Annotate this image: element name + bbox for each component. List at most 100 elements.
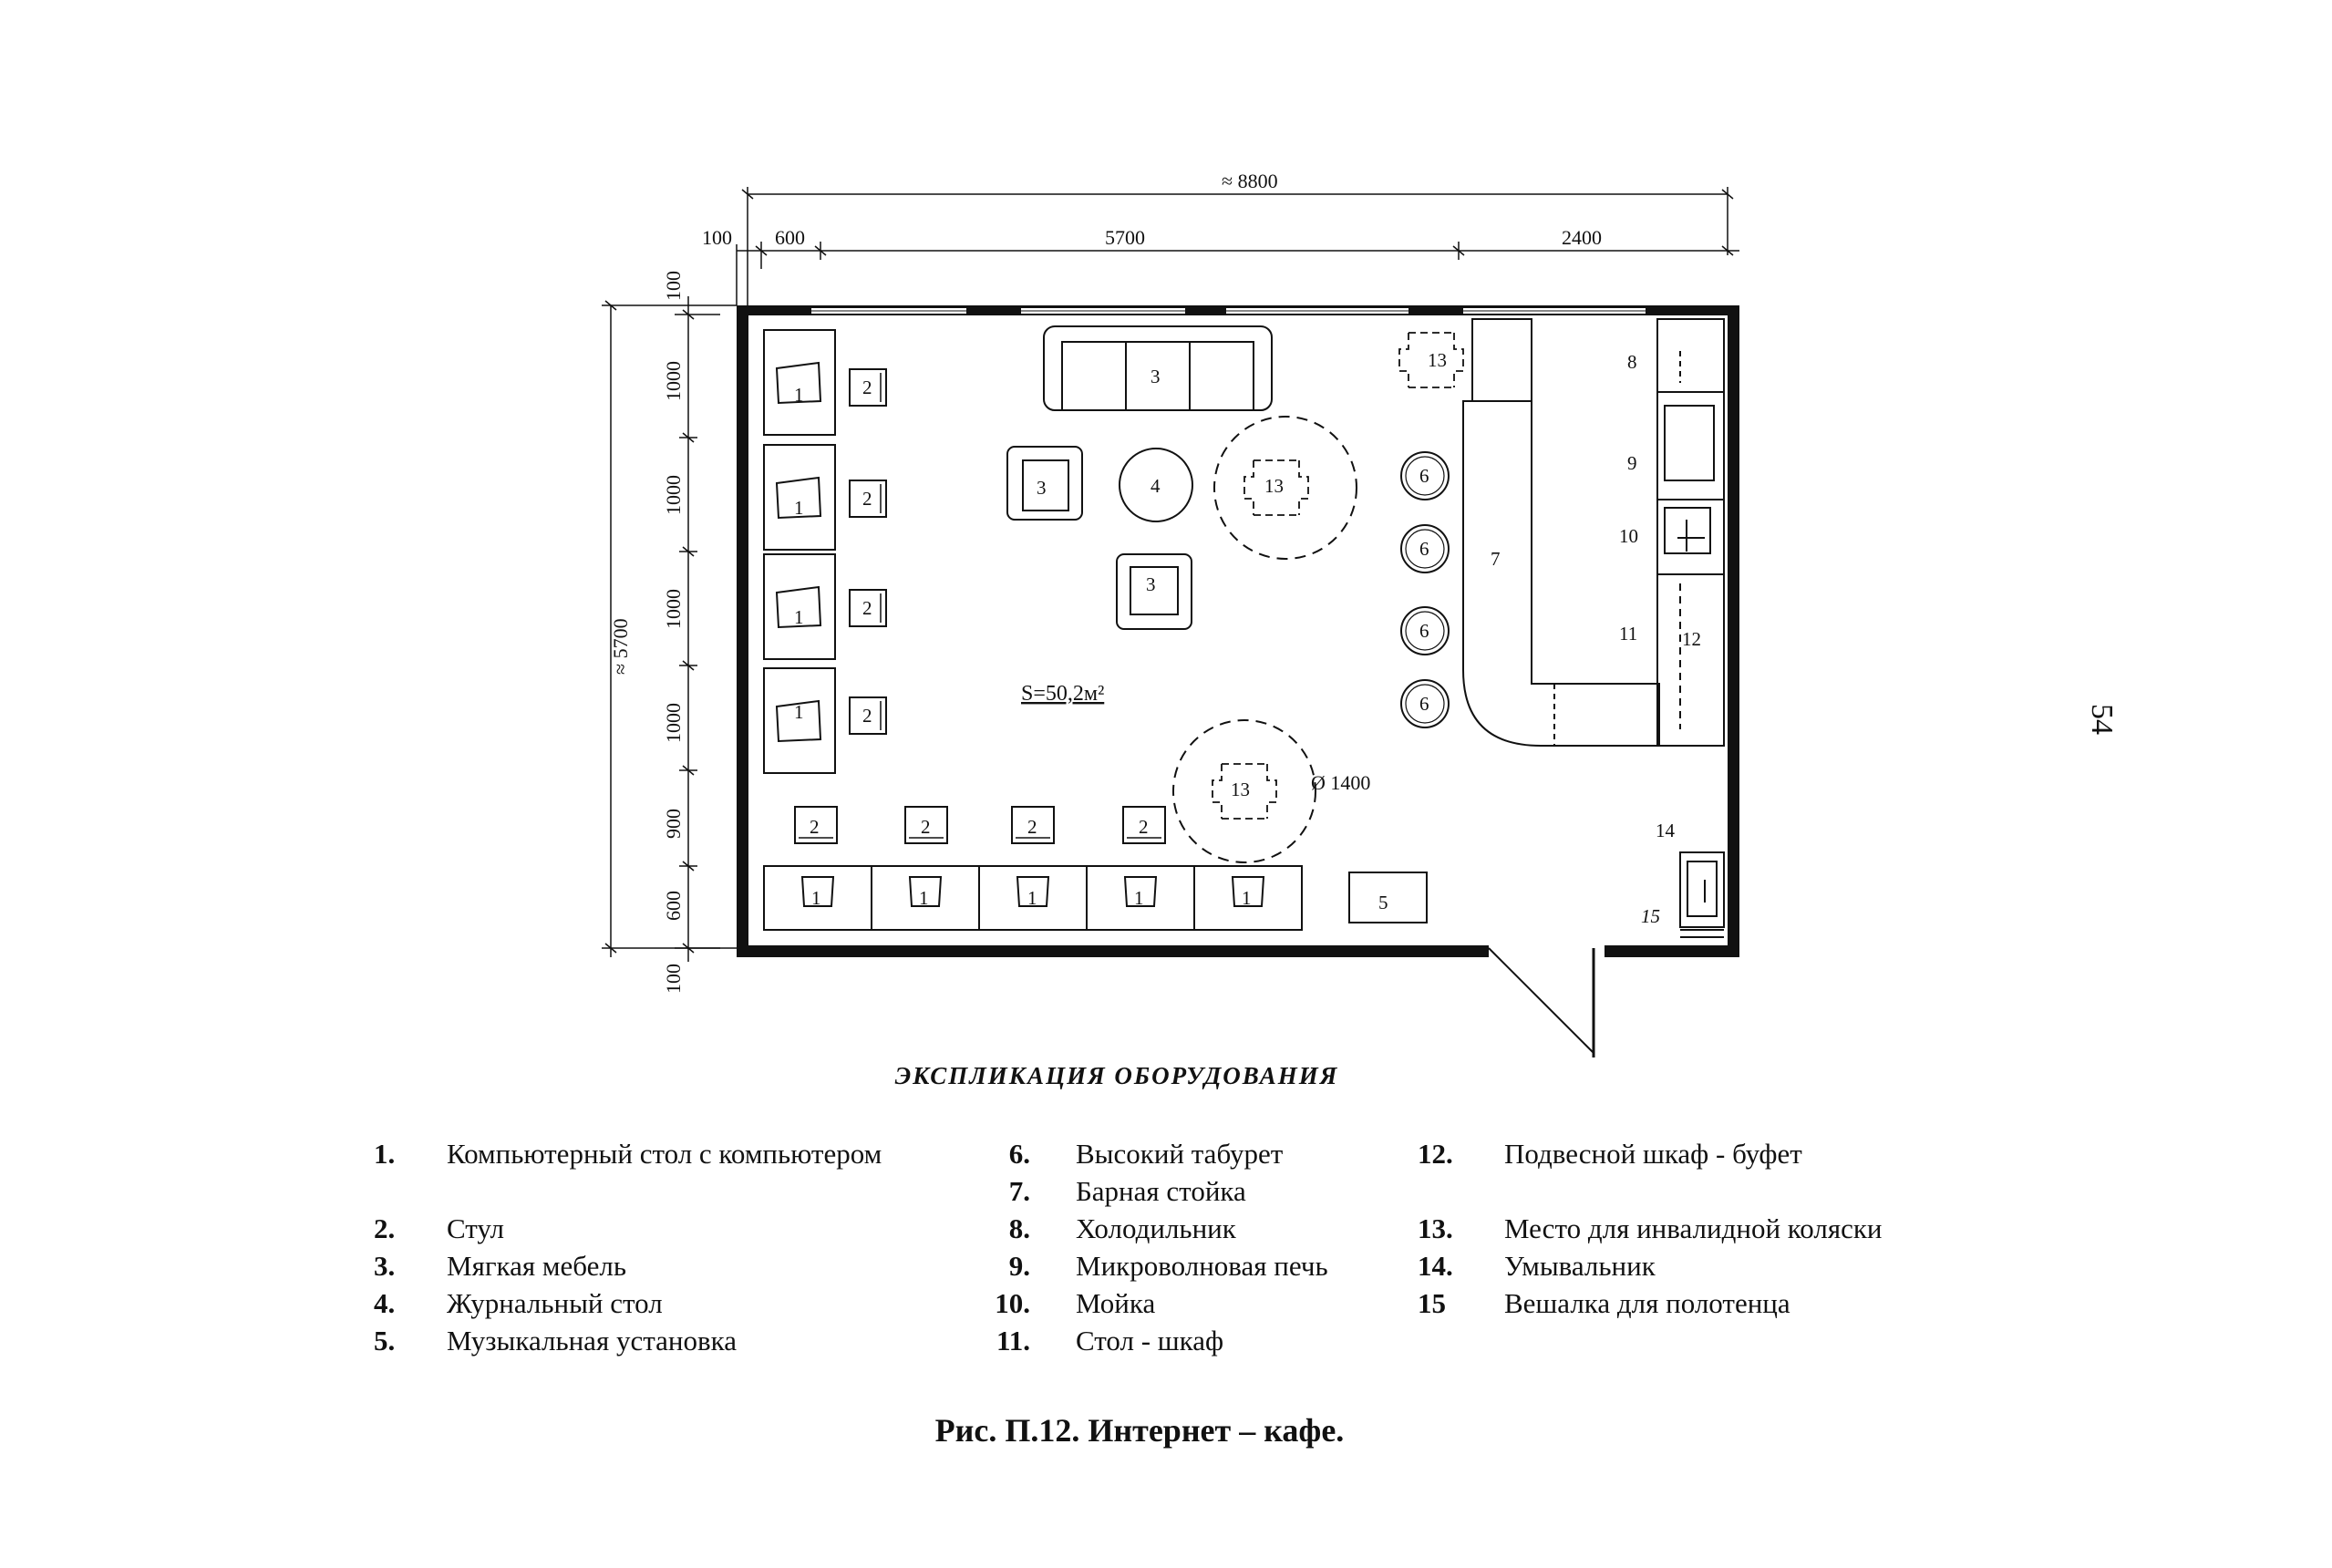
item-number: 13. bbox=[1418, 1212, 1453, 1244]
item-number: 11. bbox=[996, 1325, 1030, 1357]
list-item: 13. Место для инвалидной коляски bbox=[1418, 1210, 1883, 1247]
item-number: 3. bbox=[374, 1250, 396, 1282]
item-number: 9. bbox=[1008, 1250, 1030, 1282]
mark-1: 1 bbox=[919, 887, 929, 909]
dim-left-100-top: 100 bbox=[662, 271, 685, 301]
list-item: 8. Холодильник bbox=[994, 1210, 1328, 1247]
dim-left-1000-d: 1000 bbox=[662, 703, 685, 743]
dim-left-600: 600 bbox=[662, 891, 685, 921]
list-item: 6. Высокий табурет bbox=[994, 1135, 1328, 1172]
dim-circle-diameter: Ø 1400 bbox=[1311, 771, 1370, 794]
item-number: 1. bbox=[374, 1138, 396, 1170]
item-text: Компьютерный стол с компьютером bbox=[447, 1138, 882, 1170]
list-item: 7. Барная стойка bbox=[994, 1172, 1328, 1210]
list-item: 4.Журнальный стол bbox=[374, 1284, 882, 1322]
mark-12: 12 bbox=[1682, 628, 1701, 650]
item-text: Стул bbox=[447, 1212, 505, 1244]
dim-left-1000-c: 1000 bbox=[662, 589, 685, 629]
list-item: 9. Микроволновая печь bbox=[994, 1247, 1328, 1284]
dim-top-100: 100 bbox=[702, 226, 732, 249]
dim-left-100-bottom: 100 bbox=[662, 964, 685, 994]
mark-6: 6 bbox=[1419, 620, 1429, 642]
mark-2: 2 bbox=[921, 816, 931, 838]
item-number: 14. bbox=[1418, 1250, 1453, 1282]
soft-furniture bbox=[1006, 325, 1428, 923]
item-number: 4. bbox=[374, 1287, 396, 1319]
mark-2: 2 bbox=[810, 816, 820, 838]
dim-overall-width: ≈ 8800 bbox=[1222, 170, 1278, 192]
dim-left-1000-b: 1000 bbox=[662, 475, 685, 515]
mark-14: 14 bbox=[1656, 820, 1676, 841]
mark-1: 1 bbox=[794, 701, 804, 723]
item-text: Мойка bbox=[1076, 1287, 1156, 1319]
item-number: 10. bbox=[995, 1287, 1030, 1319]
mark-11: 11 bbox=[1619, 623, 1637, 645]
mark-6: 6 bbox=[1419, 693, 1429, 715]
list-item: 2. Стул bbox=[374, 1210, 882, 1247]
item-text: Подвесной шкаф - буфет bbox=[1504, 1138, 1802, 1170]
item-number: 7. bbox=[1008, 1175, 1030, 1207]
mark-2: 2 bbox=[1027, 816, 1037, 838]
mark-1: 1 bbox=[1027, 887, 1037, 909]
mark-10: 10 bbox=[1619, 525, 1638, 547]
item-text: Высокий табурет bbox=[1076, 1138, 1284, 1170]
figure-caption: Рис. П.12. Интернет – кафе. bbox=[934, 1412, 1345, 1449]
item-text: Холодильник bbox=[1076, 1212, 1236, 1244]
mark-2: 2 bbox=[862, 377, 872, 398]
dim-top-5700: 5700 bbox=[1105, 226, 1145, 249]
item-text: Барная стойка bbox=[1076, 1175, 1246, 1207]
list-item: 1. Компьютерный стол с компьютером bbox=[374, 1135, 882, 1172]
item-number: 6. bbox=[1008, 1138, 1030, 1170]
dimension-top bbox=[736, 187, 1739, 305]
mark-3: 3 bbox=[1146, 573, 1156, 595]
mark-2: 2 bbox=[862, 597, 872, 619]
item-text: Микроволновая печь bbox=[1076, 1250, 1328, 1282]
item-text: Стол - шкаф bbox=[1076, 1325, 1224, 1357]
bar-stools bbox=[1400, 451, 1450, 728]
mark-15: 15 bbox=[1641, 905, 1660, 927]
mark-1: 1 bbox=[811, 887, 821, 909]
mark-6: 6 bbox=[1419, 465, 1429, 487]
mark-9: 9 bbox=[1627, 452, 1637, 474]
mark-13: 13 bbox=[1231, 779, 1250, 800]
item-text: Музыкальная установка bbox=[447, 1325, 737, 1357]
mark-3: 3 bbox=[1037, 477, 1047, 499]
item-text: Вешалка для полотенца bbox=[1504, 1287, 1790, 1319]
dim-left-1000-a: 1000 bbox=[662, 361, 685, 401]
list-item: 11. Стол - шкаф bbox=[994, 1322, 1328, 1359]
item-number: 12. bbox=[1418, 1138, 1453, 1170]
item-text: Мягкая мебель bbox=[447, 1250, 627, 1282]
item-text: Место для инвалидной коляски bbox=[1504, 1212, 1883, 1244]
mark-5: 5 bbox=[1378, 892, 1388, 913]
mark-4: 4 bbox=[1151, 475, 1161, 497]
walls bbox=[737, 305, 1739, 1057]
list-item: 14. Умывальник bbox=[1418, 1247, 1883, 1284]
item-number: 2. bbox=[374, 1212, 396, 1244]
item-text: Умывальник bbox=[1504, 1250, 1656, 1282]
dim-top-600: 600 bbox=[775, 226, 805, 249]
page-number: 54 bbox=[2085, 704, 2119, 735]
mark-2: 2 bbox=[1139, 816, 1149, 838]
mark-7: 7 bbox=[1491, 548, 1501, 570]
mark-8: 8 bbox=[1627, 351, 1637, 373]
mark-1: 1 bbox=[794, 606, 804, 628]
legend-column-1: 1. Компьютерный стол с компьютером 2. Стул… bbox=[374, 1135, 882, 1359]
legend-column-3: 12. Подвесной шкаф - буфет 13. Место для и… bbox=[1418, 1135, 1883, 1322]
list-item: 3. Мягкая мебель bbox=[374, 1247, 882, 1284]
dim-left-total: ≈ 5700 bbox=[609, 618, 632, 675]
mark-1: 1 bbox=[1134, 887, 1144, 909]
mark-1: 1 bbox=[794, 384, 804, 406]
list-item: 5.Музыкальная установка bbox=[374, 1322, 882, 1359]
mark-2: 2 bbox=[862, 488, 872, 510]
mark-13: 13 bbox=[1264, 475, 1284, 497]
area-label: S=50,2м² bbox=[1021, 682, 1104, 706]
mark-1: 1 bbox=[1242, 887, 1252, 909]
dimension-left bbox=[602, 296, 737, 962]
kitchen-units bbox=[1656, 318, 1725, 938]
list-item: 10. Мойка bbox=[994, 1284, 1328, 1322]
mark-6: 6 bbox=[1419, 538, 1429, 560]
item-number: 8. bbox=[1008, 1212, 1030, 1244]
legend-column-2: 6. Высокий табурет 7. Барная стойка 8. Холо… bbox=[994, 1135, 1328, 1359]
